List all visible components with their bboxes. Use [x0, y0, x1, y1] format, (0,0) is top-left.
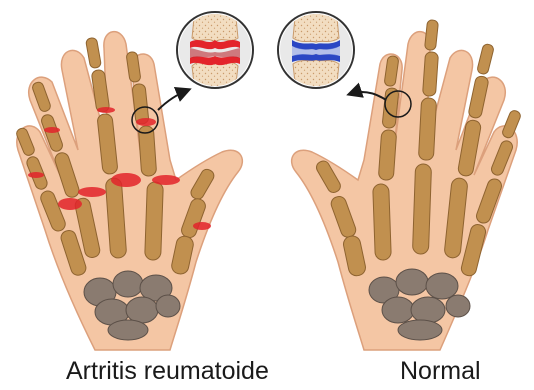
pointer-arrow-icon	[158, 90, 188, 110]
inflamed-joint-magnifier-icon	[177, 8, 253, 92]
healthy-joint-magnifier-icon	[278, 8, 354, 92]
caption-rheumatoid-arthritis: Artritis reumatoide	[66, 356, 269, 386]
caption-normal: Normal	[400, 356, 481, 386]
